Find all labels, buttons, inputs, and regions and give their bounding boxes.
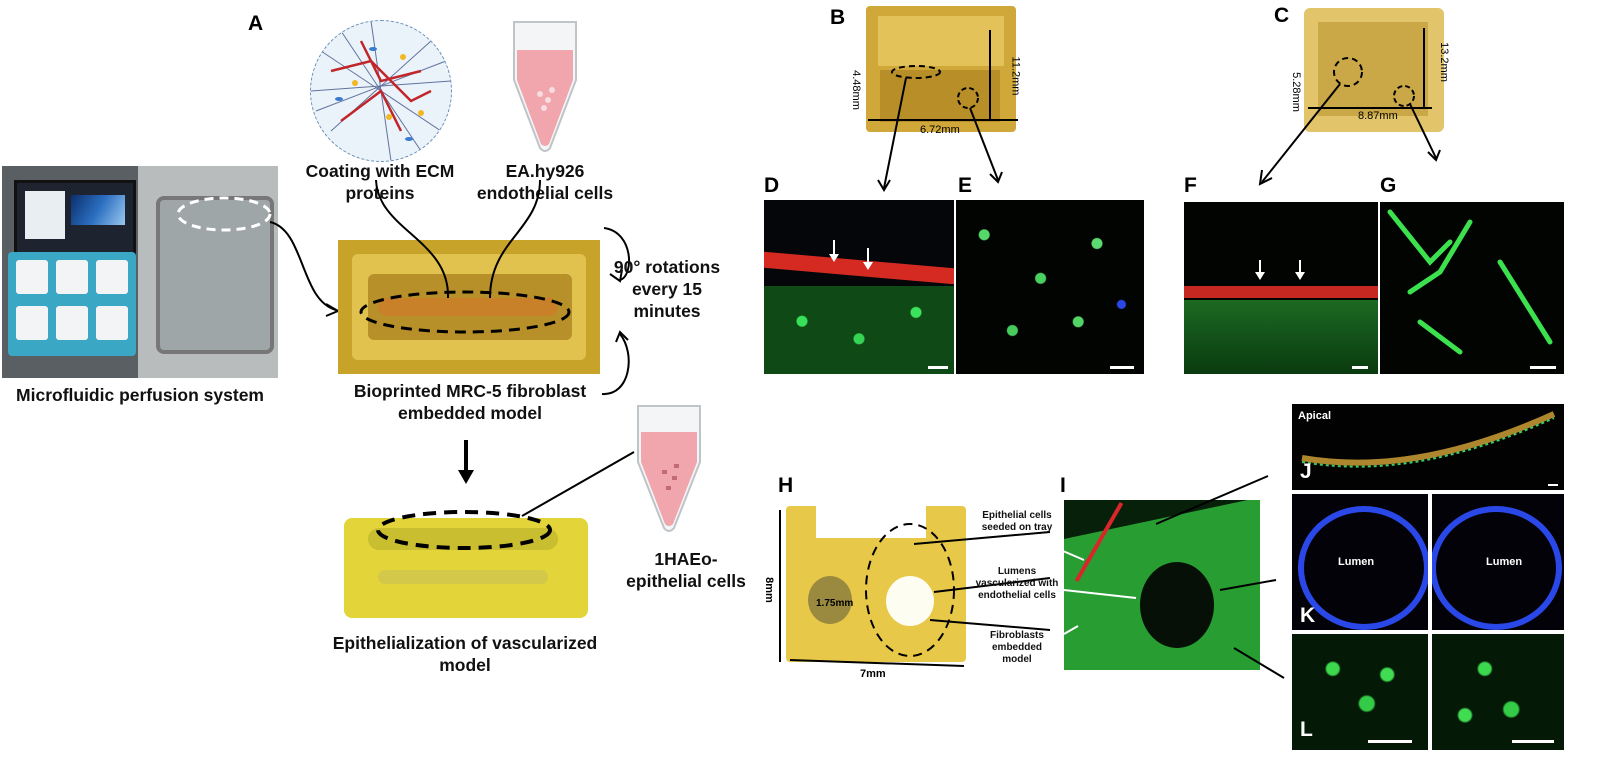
caption-bioprinted: Bioprinted MRC-5 fibroblast embedded mod… <box>353 381 587 423</box>
micrograph-k-left: Lumen <box>1292 494 1428 630</box>
annotation-fibroblasts: Fibroblasts embedded model <box>990 630 1044 665</box>
micrograph-g <box>1380 202 1564 374</box>
label-lumen-left: Lumen <box>1338 556 1375 568</box>
incubator <box>138 166 278 378</box>
panel-label-j: J <box>1300 460 1312 483</box>
micrograph-j: Apical <box>1292 404 1564 490</box>
panel-label-b: B <box>830 6 846 29</box>
caption-perfusion: Microfluidic perfusion system <box>16 385 264 405</box>
bioprinted-model-photo <box>338 240 600 374</box>
panel-label-a: A <box>248 12 264 35</box>
label-lumen-right: Lumen <box>1486 556 1523 568</box>
label-apical: Apical <box>1298 410 1332 422</box>
annotation-lumens: Lumens vascularized with endothelial cel… <box>975 566 1059 601</box>
caption-epithelial-cells: 1HAEo- epithelial cells <box>626 549 746 591</box>
panel-label-c: C <box>1274 4 1290 27</box>
dim-h-lumen: 1.75mm <box>816 598 854 609</box>
micrograph-l-left <box>1292 634 1428 750</box>
caption-rotation: 90° rotations every 15 minutes <box>613 257 721 321</box>
monitor <box>14 180 136 264</box>
panel-label-f: F <box>1184 174 1197 197</box>
micrograph-k-right: Lumen <box>1432 494 1564 630</box>
micrograph-e <box>956 200 1144 374</box>
scaffold-h-photo <box>786 506 966 662</box>
caption-epithelialization: Epithelialization of vascularized model <box>332 633 598 675</box>
panel-label-d: D <box>764 174 780 197</box>
panel-label-i: I <box>1060 474 1066 497</box>
tube-endothelial-icon <box>513 21 577 152</box>
micrograph-d <box>764 200 954 374</box>
panel-label-g: G <box>1380 174 1397 197</box>
panel-label-h: H <box>778 474 794 497</box>
perfusion-system-photo <box>2 166 278 378</box>
micrograph-l-right <box>1432 634 1564 750</box>
perfusion-device-tray <box>8 252 136 356</box>
panel-label-l: L <box>1300 718 1313 741</box>
dim-b-width: 6.72mm <box>920 124 960 136</box>
rotation-arrow-icon <box>601 227 631 396</box>
caption-coating: Coating with ECM proteins <box>305 161 455 203</box>
panel-label-k: K <box>1300 604 1316 627</box>
micrograph-i <box>1064 500 1260 670</box>
micrograph-f <box>1184 202 1378 374</box>
panel-label-e: E <box>958 174 973 197</box>
annotation-epithelial-tray: Epithelial cells seeded on tray <box>981 510 1053 533</box>
caption-endothelial: EA.hy926 endothelial cells <box>476 161 614 203</box>
ecm-network-icon <box>310 20 452 162</box>
dim-h-width: 7mm <box>860 668 886 680</box>
dim-c-width: 8.87mm <box>1358 110 1398 122</box>
tube-epithelial-icon <box>637 405 701 532</box>
scaffold-c-photo <box>1304 8 1444 132</box>
